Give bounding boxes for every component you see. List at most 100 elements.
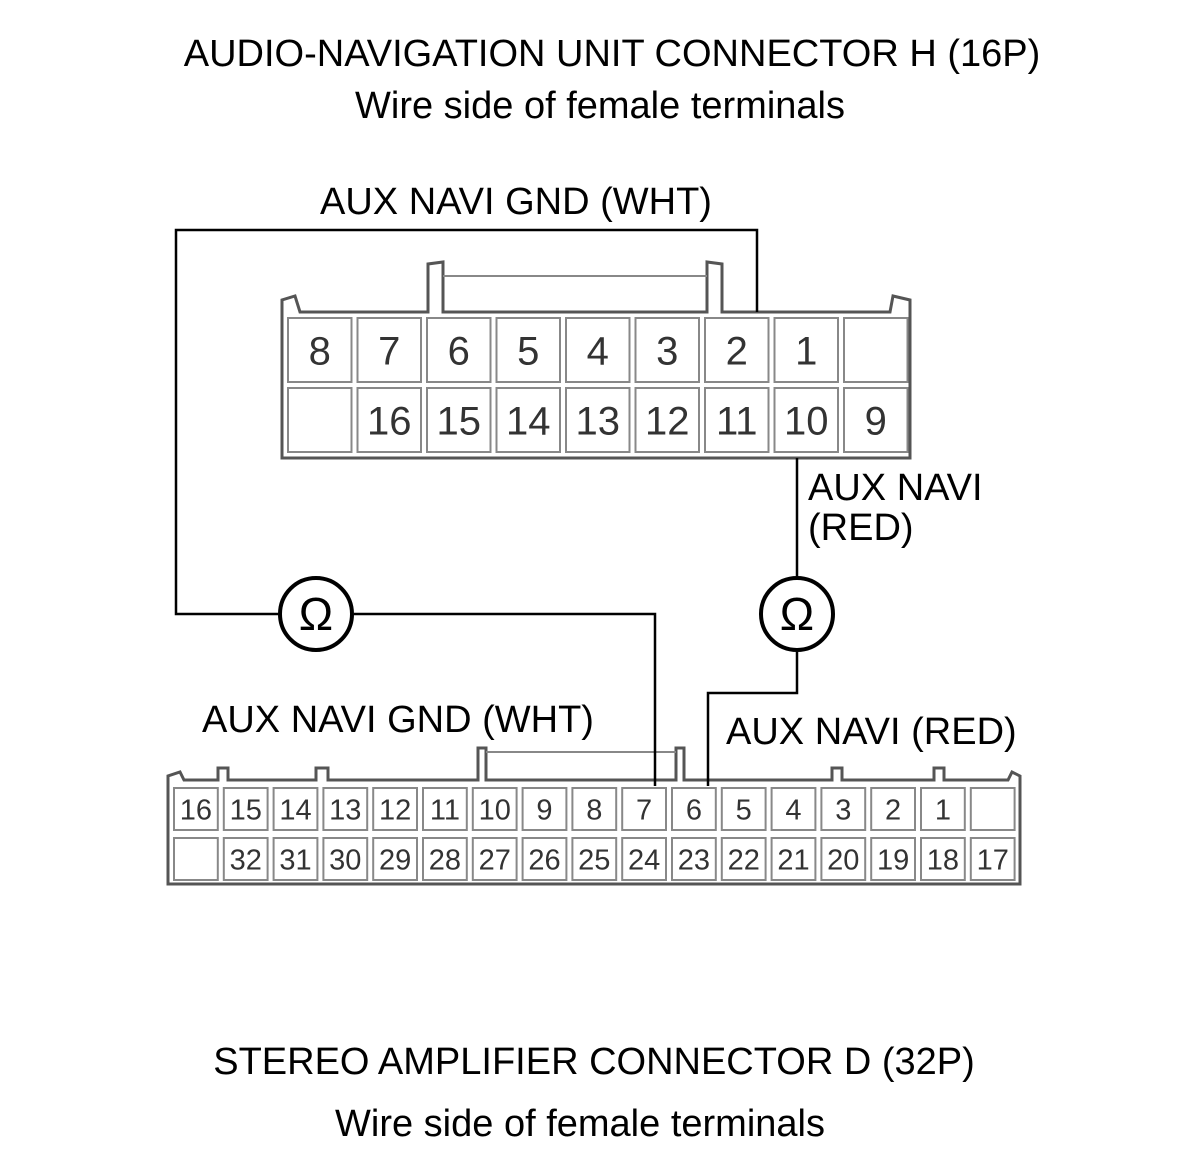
connector-h-pin-label: 13 bbox=[576, 399, 621, 443]
connector-d-cell bbox=[969, 837, 1016, 881]
connector-h-cell bbox=[495, 387, 561, 453]
connector-d-pin-label: 3 bbox=[835, 794, 851, 826]
connector-h-pin-label: 1 bbox=[795, 329, 817, 373]
ohm-icon: Ω bbox=[299, 588, 333, 640]
connector-h-housing bbox=[280, 260, 912, 460]
connector-h-cell bbox=[704, 317, 770, 383]
connector-d-pin-label: 23 bbox=[678, 844, 710, 876]
connector-h-title: AUDIO-NAVIGATION UNIT CONNECTOR H (16P) bbox=[184, 33, 1040, 75]
connector-d-cell bbox=[322, 837, 369, 881]
connector-d-pin-label: 25 bbox=[578, 844, 610, 876]
connector-d-subtitle: Wire side of female terminals bbox=[335, 1103, 825, 1145]
connector-d-cell bbox=[222, 787, 269, 831]
connector-h-pin-label: 9 bbox=[865, 399, 887, 443]
connector-h-cell bbox=[565, 317, 631, 383]
connector-d-cell bbox=[621, 787, 668, 831]
connector-d-pin-label: 18 bbox=[927, 844, 959, 876]
connector-d-housing bbox=[166, 746, 1022, 886]
connector-d-cell bbox=[372, 837, 419, 881]
connector-d-pin-label: 6 bbox=[686, 794, 702, 826]
connector-h-cell bbox=[356, 387, 422, 453]
connector-d-cell bbox=[521, 787, 568, 831]
connector-d-cell bbox=[571, 837, 618, 881]
connector-d-cell bbox=[770, 787, 817, 831]
connector-d-pin-label: 5 bbox=[736, 794, 752, 826]
connector-d-cell bbox=[322, 787, 369, 831]
h-navi-wire-label-line2: (RED) bbox=[808, 507, 914, 549]
connector-h-cell bbox=[843, 317, 909, 383]
connector-h-cell bbox=[773, 317, 839, 383]
connector-h-pin-label: 15 bbox=[437, 399, 482, 443]
ohmmeter-gnd-circle bbox=[278, 576, 354, 652]
connector-d-cell bbox=[222, 837, 269, 881]
connector-h-pin-label: 7 bbox=[378, 329, 400, 373]
connector-d-pin-label: 31 bbox=[279, 844, 311, 876]
connector-d-cell bbox=[820, 837, 867, 881]
connector-d-pin-label: 13 bbox=[329, 794, 361, 826]
connector-h-cell bbox=[426, 317, 492, 383]
connector-d-cell bbox=[870, 837, 917, 881]
connector-d-pin-label: 17 bbox=[977, 844, 1009, 876]
connector-h-subtitle: Wire side of female terminals bbox=[355, 85, 845, 127]
connector-d-cell bbox=[571, 787, 618, 831]
connector-d-pin-label: 24 bbox=[628, 844, 660, 876]
connector-d-cell bbox=[671, 787, 717, 831]
h-navi-wire-label-line1: AUX NAVI bbox=[808, 467, 983, 509]
connector-h-pin-label: 6 bbox=[448, 329, 470, 373]
connector-d-cell bbox=[471, 837, 518, 881]
connector-d-cell bbox=[920, 787, 966, 831]
connector-d-pin-label: 10 bbox=[479, 794, 511, 826]
connector-d-pin-label: 28 bbox=[429, 844, 461, 876]
connector-d-pin-label: 4 bbox=[785, 794, 801, 826]
connector-d-pin-label: 21 bbox=[777, 844, 809, 876]
connector-d-pin-label: 7 bbox=[636, 794, 652, 826]
connector-h-cell bbox=[843, 387, 909, 453]
connector-d-pin-label: 15 bbox=[230, 794, 262, 826]
gnd-wire-meter-to-d bbox=[354, 612, 657, 786]
ohmmeter-gnd: Ω bbox=[278, 576, 354, 652]
h-gnd-wire-label: AUX NAVI GND (WHT) bbox=[320, 181, 712, 223]
connector-d-pin-label: 9 bbox=[536, 794, 552, 826]
connector-h-cell bbox=[634, 317, 700, 383]
connector-d-cell bbox=[422, 837, 468, 881]
connector-d-cell bbox=[272, 837, 319, 881]
connector-h-pin-label: 5 bbox=[517, 329, 539, 373]
connector-d-pin-label: 32 bbox=[230, 844, 262, 876]
connector-h-cell bbox=[704, 387, 770, 453]
connector-h-pin-label: 4 bbox=[587, 329, 609, 373]
connector-h-pin-label: 12 bbox=[645, 399, 690, 443]
connector-d-pin-label: 14 bbox=[279, 794, 311, 826]
connector-d-cell bbox=[372, 787, 419, 831]
connector-h-cell bbox=[287, 387, 353, 453]
connector-d-cell bbox=[720, 787, 767, 831]
connector-h-cell bbox=[565, 387, 631, 453]
connector-h-cell bbox=[356, 317, 422, 383]
connector-d-cell bbox=[671, 837, 717, 881]
connector-d-title: STEREO AMPLIFIER CONNECTOR D (32P) bbox=[213, 1041, 975, 1083]
connector-d-pin-label: 12 bbox=[379, 794, 411, 826]
connector-d-cell bbox=[820, 787, 867, 831]
ohmmeter-navi-circle bbox=[759, 576, 835, 652]
connector-h-cell bbox=[495, 317, 561, 383]
connector-d-pin-label: 19 bbox=[877, 844, 909, 876]
connector-d-cell bbox=[720, 837, 767, 881]
connector-d-cell bbox=[173, 837, 219, 881]
connector-d-pin-label: 29 bbox=[379, 844, 411, 876]
connector-d-cell bbox=[969, 787, 1016, 831]
connector-d-pin-label: 22 bbox=[728, 844, 760, 876]
connector-h-cell bbox=[773, 387, 839, 453]
connector-d-pin-label: 8 bbox=[586, 794, 602, 826]
connector-h-pin-label: 8 bbox=[309, 329, 331, 373]
connector-d-cell bbox=[272, 787, 319, 831]
ohm-icon: Ω bbox=[780, 588, 814, 640]
d-gnd-wire-label: AUX NAVI GND (WHT) bbox=[202, 699, 594, 741]
connector-d-pin-label: 26 bbox=[528, 844, 560, 876]
connector-d-cell bbox=[471, 787, 518, 831]
connector-d-cell bbox=[521, 837, 568, 881]
connector-d-pin-label: 27 bbox=[479, 844, 511, 876]
connector-h-pin-label: 2 bbox=[726, 329, 748, 373]
